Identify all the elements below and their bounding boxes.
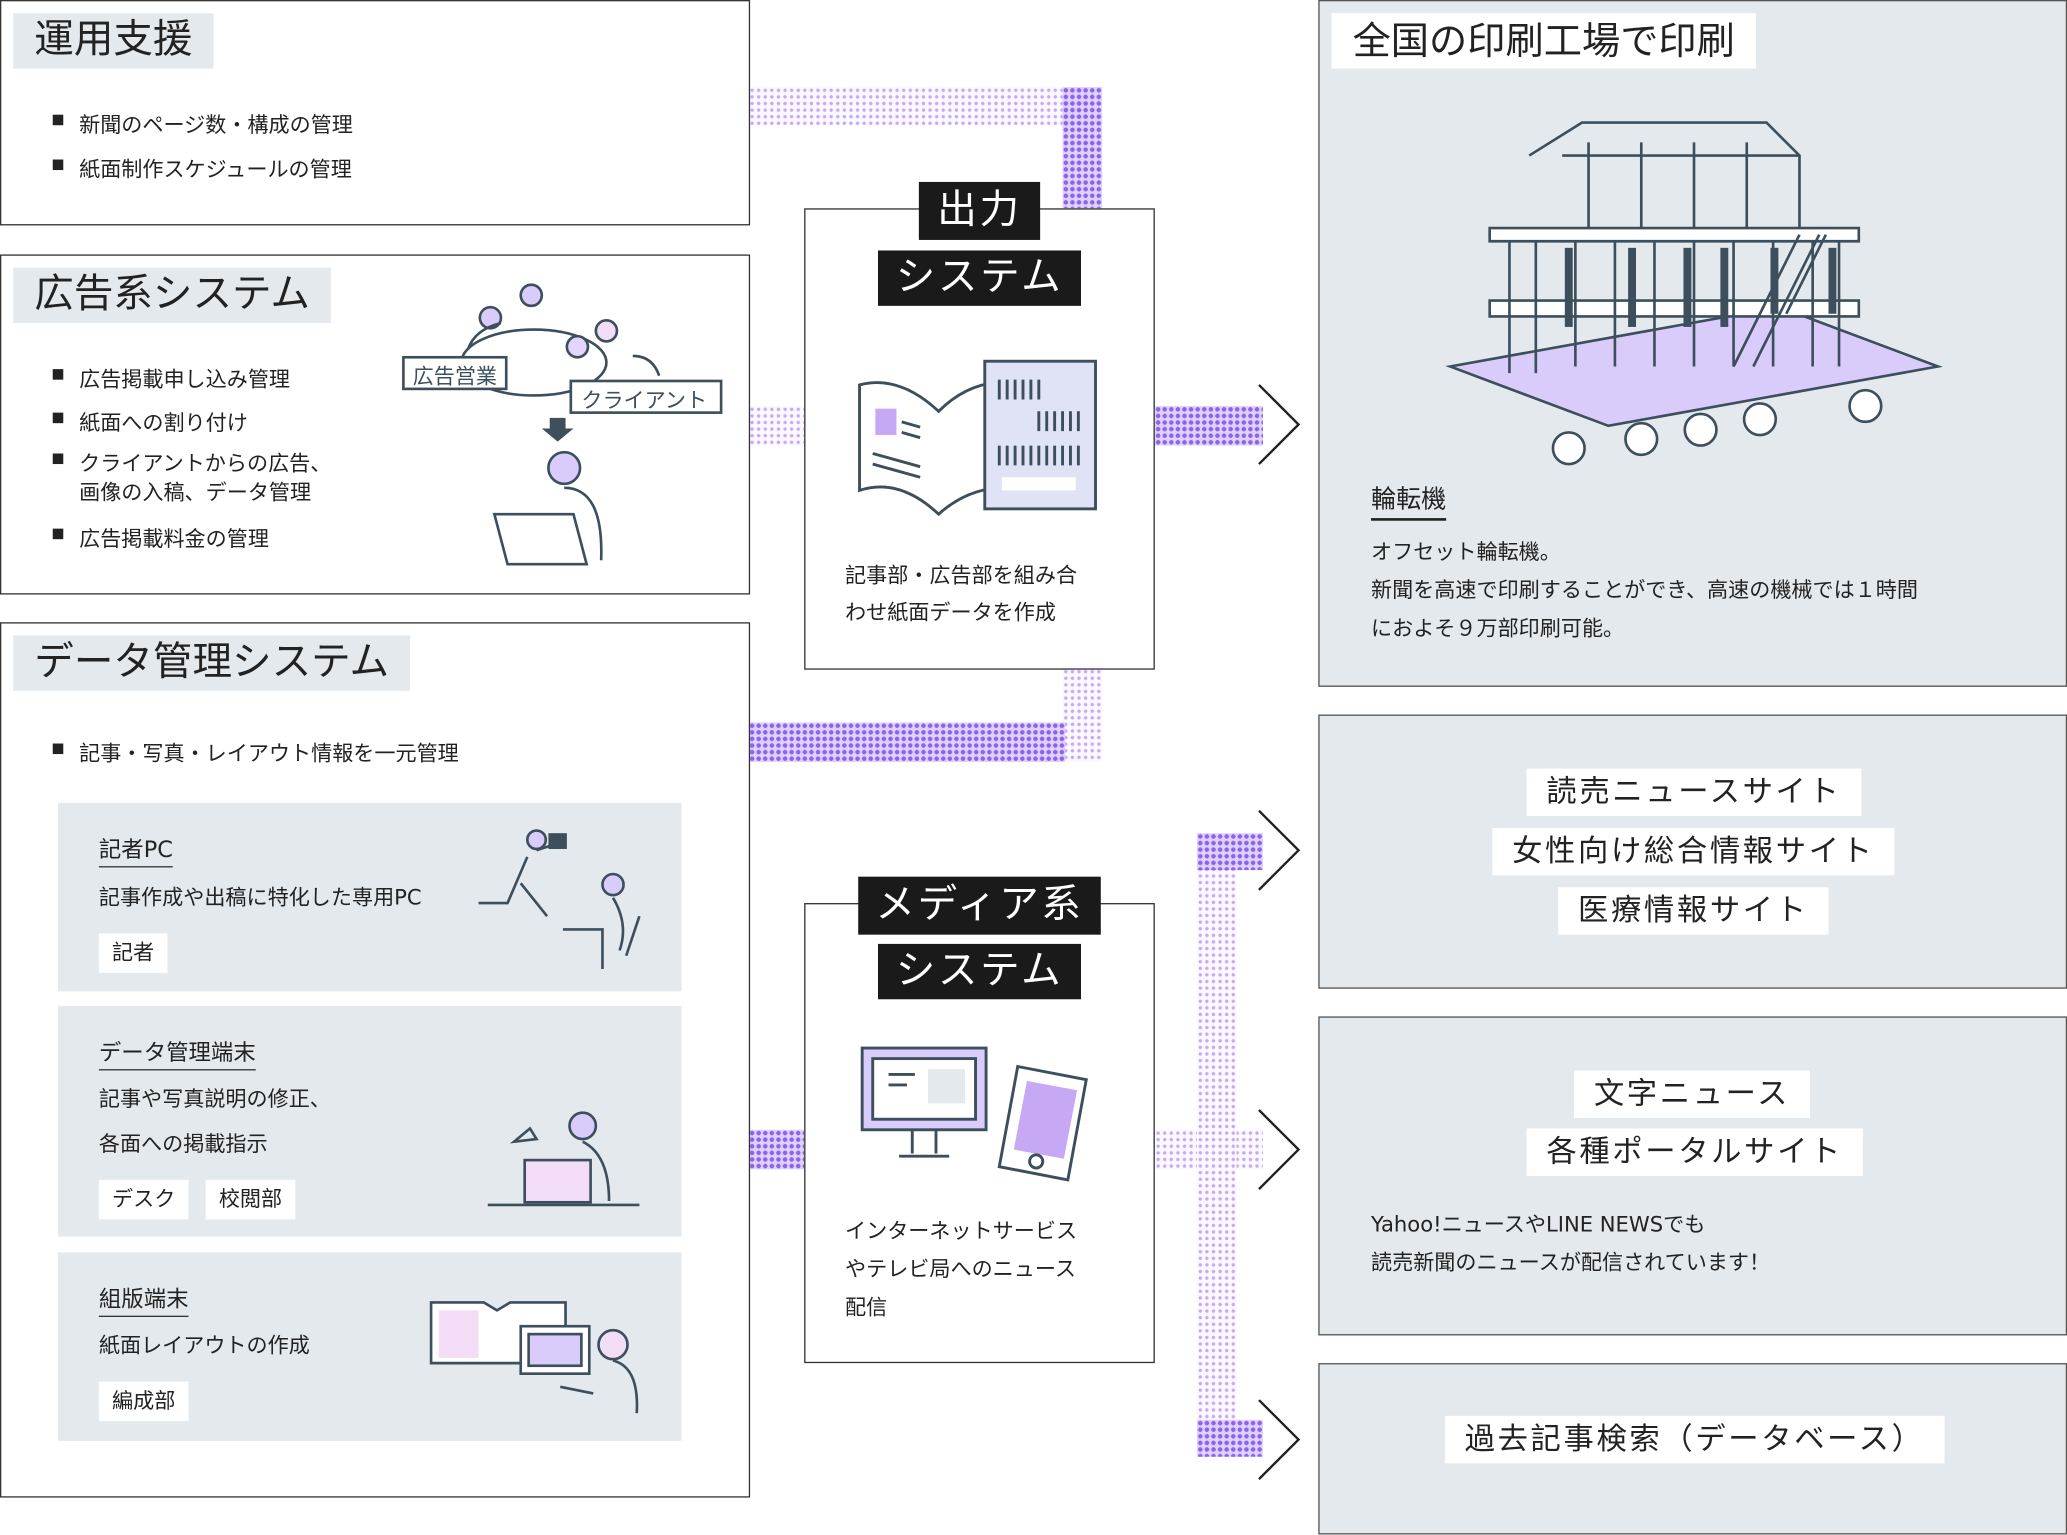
role-tag: 編成部 <box>98 1381 189 1422</box>
rotary-press-illustration-icon <box>1445 121 1943 466</box>
press-text: オフセット輪転機。 <box>1371 539 1561 565</box>
flow-stripe <box>748 1129 805 1170</box>
press-text: におよそ９万部印刷可能。 <box>1371 615 1625 641</box>
press-subtitle: 輪転機 <box>1371 480 1447 521</box>
print-title: 全国の印刷工場で印刷 <box>1331 13 1756 69</box>
media-text: インターネットサービス <box>845 1218 1078 1244</box>
ops-title: 運用支援 <box>13 13 214 69</box>
ads-title: 広告系システム <box>13 267 332 323</box>
flow-stripe <box>1062 668 1103 762</box>
ad-meeting-illustration-icon <box>402 283 723 566</box>
portal-tag: 各種ポータルサイト <box>1526 1128 1863 1176</box>
role-tag: デスク <box>98 1179 189 1220</box>
desk-illustration-icon <box>487 1111 640 1207</box>
output-system-label: システム <box>877 250 1082 306</box>
data-title: データ管理システム <box>13 635 411 691</box>
portal-text: 読売新聞のニュースが配信されています！ <box>1371 1249 1771 1275</box>
panel-title: データ管理端末 <box>98 1034 256 1071</box>
output-text: わせ紙面データを作成 <box>845 599 1056 625</box>
list-item: 記事・写真・レイアウト情報を一元管理 <box>52 736 459 768</box>
reporter-illustration-icon <box>478 829 641 969</box>
archive-tag: 過去記事検索（データベース） <box>1444 1415 1945 1464</box>
list-item: クライアントからの広告、 <box>52 446 331 478</box>
output-label: 出力 <box>918 181 1041 240</box>
panel-title: 記者PC <box>98 831 173 868</box>
flow-stripe <box>1197 1419 1263 1457</box>
press-text: 新聞を高速で印刷することができ、高速の機械では１時間 <box>1371 577 1918 603</box>
flow-stripe <box>748 87 1066 126</box>
monitor-tablet-icon <box>860 1046 1088 1182</box>
list-item: 広告掲載料金の管理 <box>52 521 269 553</box>
panel-text: 紙面レイアウトの作成 <box>98 1332 310 1358</box>
flow-stripe <box>1062 87 1103 209</box>
portal-tag: 文字ニュース <box>1574 1070 1810 1118</box>
flow-stripe <box>748 406 805 446</box>
list-item: 広告掲載申し込み管理 <box>52 361 290 393</box>
newspaper-layout-icon <box>858 359 1097 517</box>
sales-label: 広告営業 <box>412 363 498 389</box>
list-item: 紙面制作スケジュールの管理 <box>52 152 352 184</box>
site-tag: 女性向け総合情報サイト <box>1492 827 1895 876</box>
media-text: 配信 <box>845 1294 888 1320</box>
site-tag: 医療情報サイト <box>1558 887 1829 935</box>
client-label: クライアント <box>581 387 708 413</box>
panel-text: 記事作成や出稿に特化した専用PC <box>98 884 422 910</box>
site-tag: 読売ニュースサイト <box>1526 768 1862 817</box>
list-item: 新聞のページ数・構成の管理 <box>52 107 353 139</box>
panel-text: 記事や写真説明の修正、 <box>98 1086 331 1112</box>
portal-panel <box>1318 1016 2067 1336</box>
panel-text: 各面への掲載指示 <box>98 1131 268 1157</box>
flow-stripe <box>1154 406 1263 446</box>
output-text: 記事部・広告部を組み合 <box>845 562 1078 588</box>
media-system-label: システム <box>877 943 1082 1000</box>
layout-illustration-icon <box>429 1301 639 1414</box>
media-label: メディア系 <box>858 876 1101 935</box>
role-tag: 記者 <box>98 933 168 973</box>
role-tag: 校閲部 <box>205 1179 296 1220</box>
list-item: 紙面への割り付け <box>52 405 248 437</box>
flow-stripe <box>748 722 1066 762</box>
flow-stripe <box>1197 833 1263 871</box>
list-item-continued: 画像の入稿、データ管理 <box>79 479 312 505</box>
flow-stripe <box>1197 833 1237 1457</box>
portal-text: Yahoo!ニュースやLINE NEWSでも <box>1371 1211 1706 1237</box>
panel-title: 組版端末 <box>98 1280 189 1317</box>
media-text: やテレビ局へのニュース <box>845 1256 1077 1282</box>
